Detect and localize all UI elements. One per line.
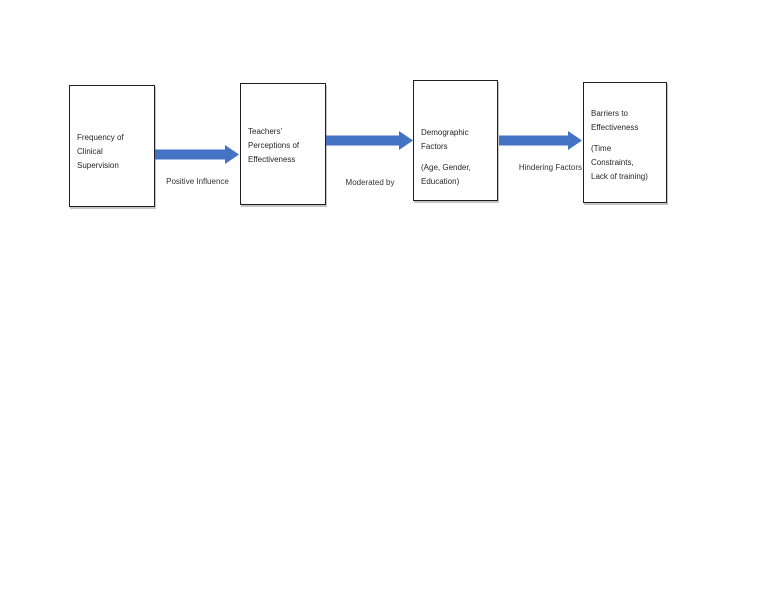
arrow-label-positive-influence: Positive Influence — [166, 177, 229, 186]
box-text: Frequency of Clinical Supervision — [77, 133, 124, 170]
box-text: (Time Constraints, Lack of training) — [591, 144, 648, 181]
box-text: Demographic Factors — [421, 128, 469, 151]
right-arrow-icon — [155, 145, 239, 164]
box-text: Teachers’ Perceptions of Effectiveness — [248, 127, 300, 164]
box-demographic-factors: Demographic Factors (Age, Gender, Educat… — [413, 80, 498, 201]
box-frequency-of-clinical-supervision: Frequency of Clinical Supervision — [69, 85, 155, 207]
box-text: Barriers to Effectiveness — [591, 109, 639, 132]
arrow-label-hindering-factors: Hindering Factors — [518, 163, 582, 172]
box-barriers-to-effectiveness: Barriers to Effectiveness (Time Constrai… — [583, 82, 667, 203]
box-text: (Age, Gender, Education) — [421, 163, 471, 186]
right-arrow-icon — [326, 131, 413, 150]
right-arrow-shape — [155, 145, 239, 164]
right-arrow-shape — [499, 131, 582, 150]
box-teachers-perceptions-of-effectiveness: Teachers’ Perceptions of Effectiveness — [240, 83, 326, 205]
right-arrow-icon — [499, 131, 582, 150]
right-arrow-shape — [326, 131, 413, 150]
arrow-label-moderated-by: Moderated by — [345, 178, 395, 187]
